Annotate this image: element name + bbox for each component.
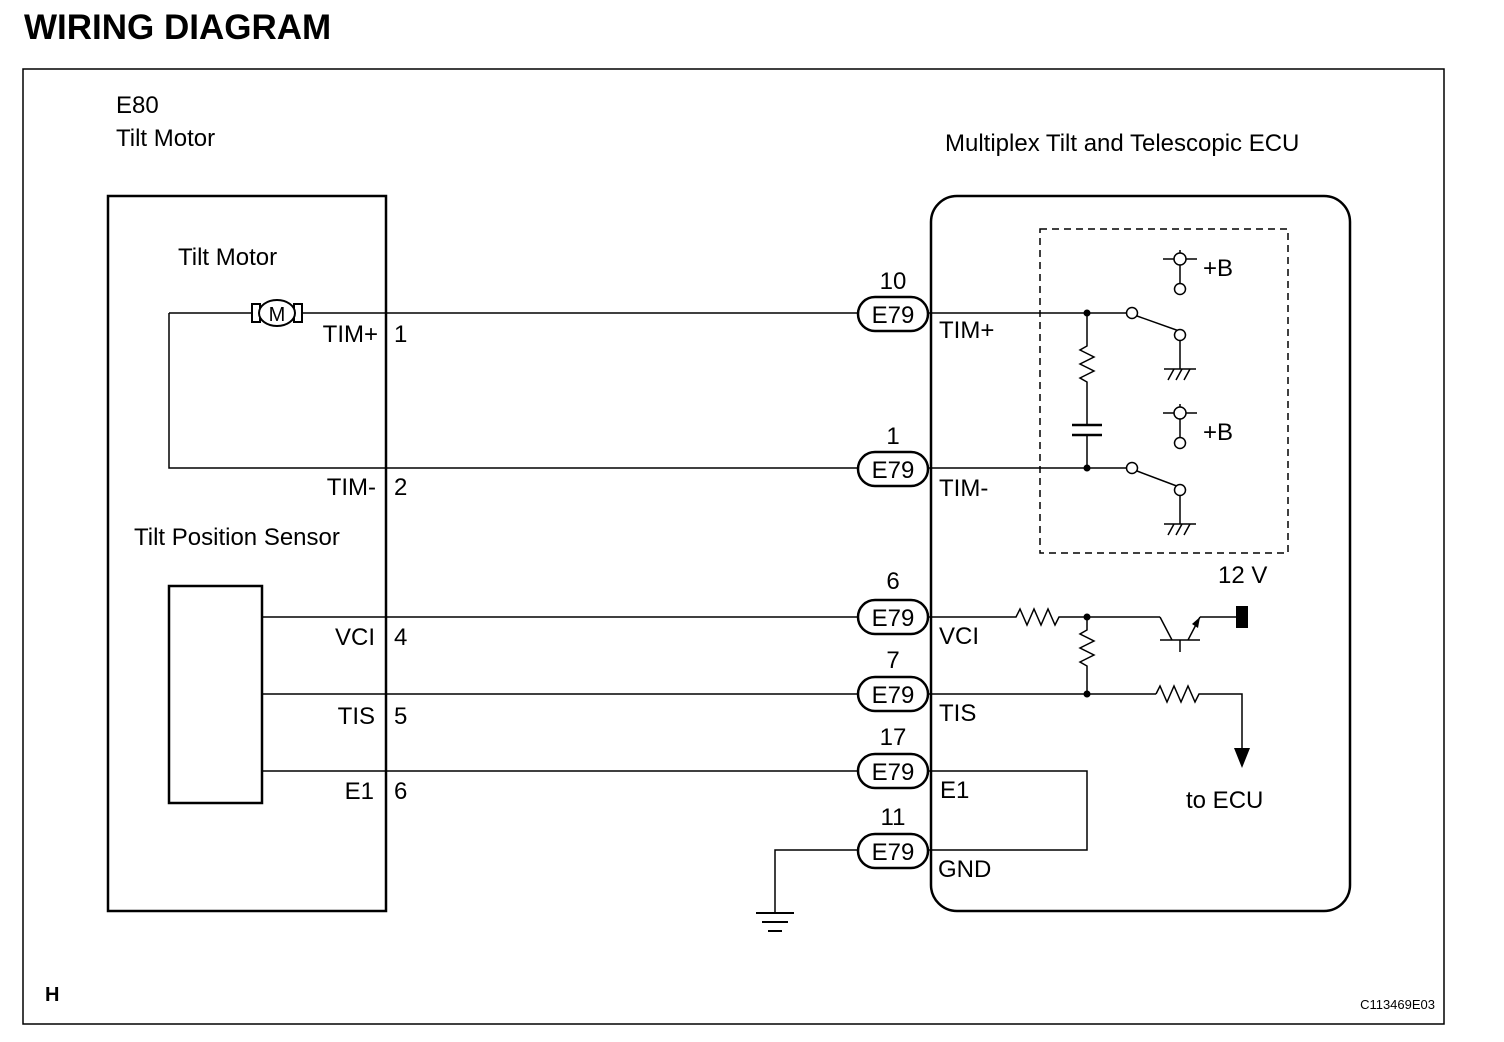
component-code: E80 [116, 92, 159, 119]
connector-code: E79 [872, 759, 915, 786]
motor-driver-block [1039, 228, 1289, 554]
pin-signal-vci: VCI [335, 624, 375, 651]
motor-symbol: M [269, 304, 286, 326]
supply-label-2: +B [1203, 419, 1233, 446]
ecu-signal-e1: E1 [940, 777, 969, 804]
pin-number-1: 1 [394, 321, 407, 348]
tilt-position-sensor-block [167, 584, 264, 805]
connector-pin-number: 1 [886, 423, 899, 450]
pin-number-6: 6 [394, 778, 407, 805]
connector-pin-number: 17 [880, 724, 907, 751]
pin-signal-tim-plus: TIM+ [323, 321, 378, 348]
chassis-ground-icon [1164, 368, 1196, 381]
connector-pin-number: 7 [886, 647, 899, 674]
ground-wire [774, 849, 858, 912]
ecu-signal-gnd: GND [938, 856, 991, 883]
ecu-box [929, 194, 1352, 913]
ecu-name: Multiplex Tilt and Telescopic ECU [945, 130, 1299, 157]
pin-number-5: 5 [394, 703, 407, 730]
relay-switch-icon [1125, 404, 1197, 524]
motor-icon [251, 299, 303, 327]
connector-e79-pin-17: 17 E79 [856, 724, 930, 790]
arrow-down-icon [1234, 748, 1250, 768]
resistor-icon [1078, 313, 1096, 425]
pin-signal-tis: TIS [338, 703, 375, 730]
connector-e79-pin-6: 6 E79 [856, 568, 930, 636]
figure-code: C113469E03 [1360, 997, 1435, 1012]
connector-pin-number: 11 [881, 804, 906, 831]
connector-e79-pin-11: 11 E79 [856, 804, 930, 870]
ecu-signal-tis: TIS [939, 700, 976, 727]
e1-gnd-link [928, 770, 1088, 851]
transistor-icon [1159, 606, 1248, 652]
junction-dot [1083, 690, 1091, 698]
connector-pin-number: 6 [886, 568, 899, 595]
tilt-motor-assembly-box [106, 194, 388, 913]
vci-resistor-icon [928, 607, 1160, 627]
connector-e79-pin-7: 7 E79 [856, 647, 930, 713]
connector-code: E79 [872, 605, 915, 632]
connector-e79-pin-10: 10 E79 [856, 268, 930, 333]
pull-down-resistor-icon [1078, 617, 1096, 694]
motor-label: Tilt Motor [178, 244, 277, 271]
pin-signal-tim-minus: TIM- [327, 474, 376, 501]
connector-e79-pin-1: 1 E79 [856, 423, 930, 488]
to-ecu-label: to ECU [1186, 787, 1263, 814]
connector-code: E79 [872, 682, 915, 709]
diagram-frame [22, 68, 1445, 1025]
ecu-signal-tim-minus: TIM- [939, 475, 988, 502]
relay-switch-icon [1125, 250, 1197, 369]
component-name: Tilt Motor [116, 125, 215, 152]
voltage-label: 12 V [1218, 562, 1267, 589]
supply-label-1: +B [1203, 255, 1233, 282]
pin-signal-e1: E1 [345, 778, 374, 805]
connector-pin-number: 10 [880, 268, 907, 295]
pin-number-2: 2 [394, 474, 407, 501]
chassis-ground-icon [1164, 523, 1196, 536]
pin-number-4: 4 [394, 624, 407, 651]
section-letter: H [45, 984, 59, 1006]
ecu-signal-tim-plus: TIM+ [939, 317, 994, 344]
connector-code: E79 [872, 839, 915, 866]
tis-resistor-icon [1155, 684, 1243, 750]
tim-minus-wire [168, 313, 858, 469]
ecu-signal-vci: VCI [939, 623, 979, 650]
ground-icon [756, 912, 794, 932]
page-title: WIRING DIAGRAM [24, 8, 331, 47]
connector-code: E79 [872, 302, 915, 329]
sensor-label: Tilt Position Sensor [134, 524, 340, 551]
connector-code: E79 [872, 457, 915, 484]
